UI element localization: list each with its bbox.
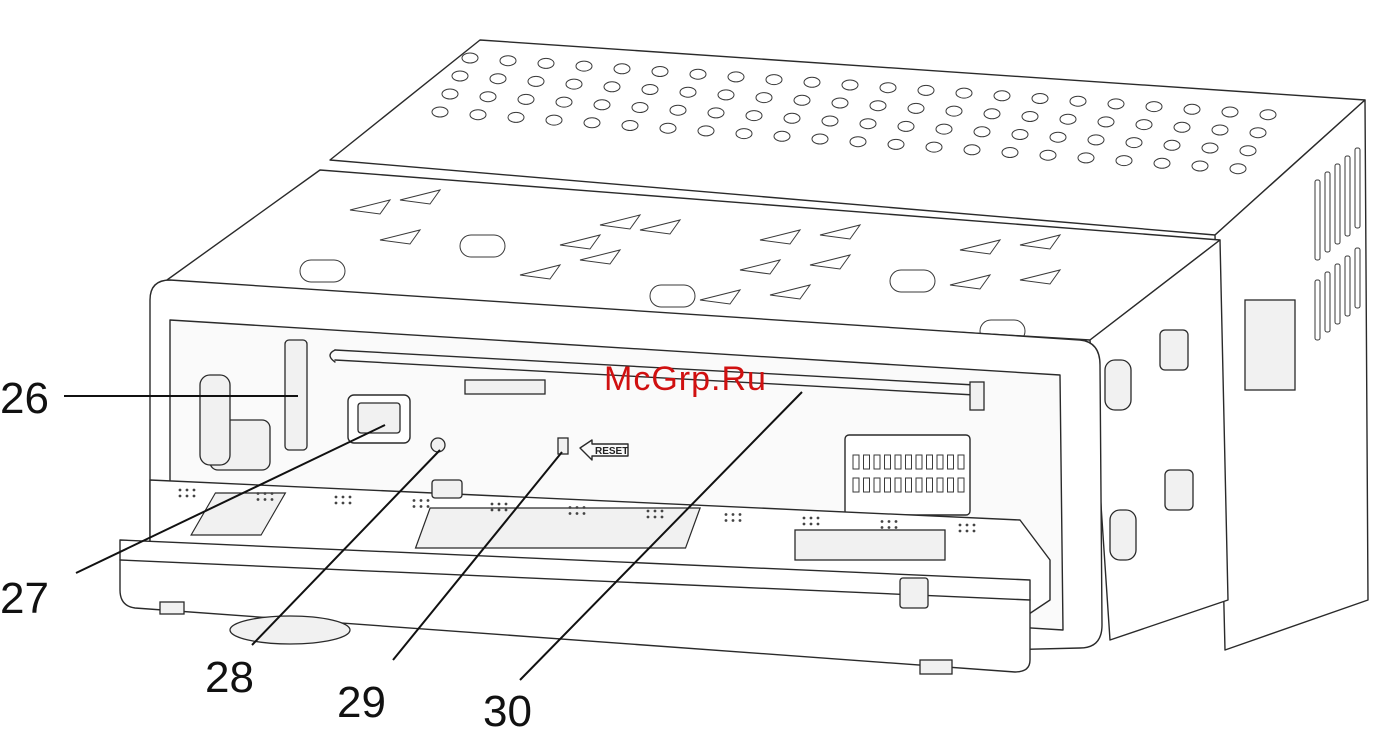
reset-button[interactable] <box>558 438 568 454</box>
speaker-dot <box>661 510 664 513</box>
speaker-dot <box>420 499 423 502</box>
speaker-dot <box>895 526 898 529</box>
callout-30: 30 <box>483 687 532 736</box>
speaker-dot <box>810 517 813 520</box>
side-bracket <box>1245 300 1295 390</box>
side-clip <box>1165 470 1193 510</box>
speaker-dot <box>491 509 494 512</box>
speaker-dot <box>342 496 345 499</box>
speaker-dot <box>349 502 352 505</box>
slot-tab <box>465 380 545 394</box>
speaker-dot <box>427 499 430 502</box>
speaker-dot <box>583 512 586 515</box>
speaker-dot <box>342 502 345 505</box>
slot-end-tab <box>970 382 984 410</box>
reset-label: RESET <box>595 446 628 457</box>
side-clip <box>1110 510 1136 560</box>
speaker-dot <box>427 505 430 508</box>
side-clip <box>1105 360 1131 410</box>
rotary-knob <box>230 616 350 644</box>
speaker-dot <box>888 520 891 523</box>
callout-28: 28 <box>205 653 254 702</box>
speaker-dot <box>973 530 976 533</box>
speaker-dot <box>732 513 735 516</box>
speaker-dot <box>654 516 657 519</box>
speaker-dot <box>725 519 728 522</box>
speaker-dot <box>973 524 976 527</box>
speaker-dot <box>271 492 274 495</box>
speaker-dot <box>803 517 806 520</box>
speaker-dot <box>193 489 196 492</box>
speaker-dot <box>959 524 962 527</box>
speaker-dot <box>271 498 274 501</box>
speaker-dot <box>186 495 189 498</box>
speaker-dot <box>420 505 423 508</box>
speaker-dot <box>349 496 352 499</box>
speaker-dot <box>413 499 416 502</box>
speaker-dot <box>647 516 650 519</box>
speaker-dot <box>803 523 806 526</box>
speaker-dot <box>257 498 260 501</box>
speaker-dot <box>959 530 962 533</box>
callout-27: 27 <box>0 574 49 623</box>
speaker-dot <box>498 503 501 506</box>
speaker-dot <box>895 520 898 523</box>
faceplate-recess <box>416 508 701 548</box>
callout-26: 26 <box>0 374 49 423</box>
speaker-dot <box>569 512 572 515</box>
faceplate-connector-recess <box>795 530 945 560</box>
watermark: McGrp.Ru <box>604 360 767 398</box>
speaker-dot <box>739 513 742 516</box>
speaker-dot <box>335 502 338 505</box>
speaker-dot <box>966 524 969 527</box>
speaker-dot <box>505 503 508 506</box>
speaker-dot <box>817 517 820 520</box>
speaker-dot <box>193 495 196 498</box>
speaker-dot <box>179 495 182 498</box>
callout-29: 29 <box>337 678 386 727</box>
speaker-dot <box>739 519 742 522</box>
speaker-dot <box>576 512 579 515</box>
speaker-dot <box>966 530 969 533</box>
speaker-dot <box>647 510 650 513</box>
speaker-dot <box>881 526 884 529</box>
speaker-dot <box>186 489 189 492</box>
speaker-dot <box>491 503 494 506</box>
speaker-dot <box>179 489 182 492</box>
microphone-hole <box>431 438 445 452</box>
speaker-dot <box>583 506 586 509</box>
speaker-dot <box>569 506 572 509</box>
speaker-dot <box>413 505 416 508</box>
speaker-dot <box>661 516 664 519</box>
speaker-dot <box>257 492 260 495</box>
speaker-dot <box>881 520 884 523</box>
speaker-dot <box>264 498 267 501</box>
speaker-dot <box>817 523 820 526</box>
speaker-dot <box>498 509 501 512</box>
speaker-dot <box>732 519 735 522</box>
speaker-dot <box>505 509 508 512</box>
speaker-dot <box>654 510 657 513</box>
speaker-dot <box>888 526 891 529</box>
speaker-dot <box>725 513 728 516</box>
panel-connector <box>845 435 970 515</box>
speaker-dot <box>264 492 267 495</box>
speaker-dot <box>810 523 813 526</box>
side-clip <box>1160 330 1188 370</box>
speaker-dot <box>576 506 579 509</box>
speaker-dot <box>335 496 338 499</box>
